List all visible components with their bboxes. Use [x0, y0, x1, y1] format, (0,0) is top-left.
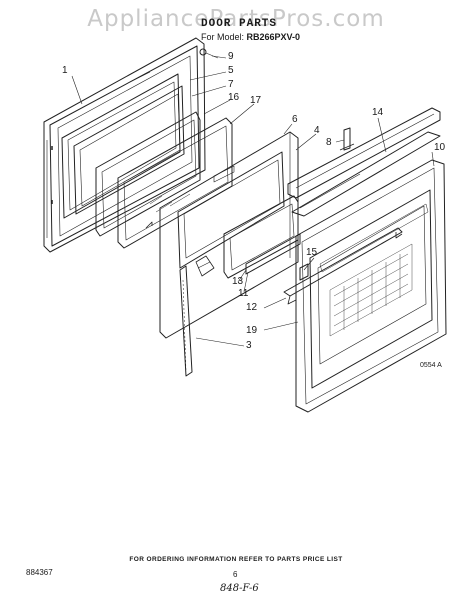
callout-15: 15	[306, 247, 318, 258]
part-inner-liner	[159, 131, 299, 339]
callout-4: 4	[314, 125, 320, 136]
page-title: DOOR PARTS	[201, 18, 278, 30]
part-middle-glass	[117, 117, 233, 249]
part-inner-glass	[95, 111, 201, 237]
handwritten-note: 848-F-6	[220, 583, 259, 594]
part-screw	[339, 127, 355, 151]
page-number: 6	[233, 570, 238, 579]
callout-13: 13	[232, 276, 244, 287]
part-hinge-strip	[179, 255, 215, 377]
callout-10: 10	[434, 142, 446, 153]
model-prefix: For Model:	[201, 32, 245, 42]
callout-6: 6	[292, 114, 298, 125]
part-outer-door-front	[295, 159, 447, 413]
callout-5: 5	[228, 65, 234, 76]
callout-8: 8	[326, 137, 332, 148]
part-outer-door-panel	[43, 37, 206, 253]
callout-17: 17	[250, 95, 262, 106]
part-top-trim	[287, 107, 441, 199]
part-trim-bar	[291, 131, 441, 217]
callout-16: 16	[228, 92, 240, 103]
document-number: 884367	[26, 568, 53, 577]
callout-3: 3	[246, 340, 252, 351]
callout-9: 9	[228, 51, 234, 62]
callout-1: 1	[62, 65, 68, 76]
watermark: AppliancePartsPros.com	[87, 6, 385, 32]
model-number: RB266PXV-0	[246, 32, 301, 42]
diagram-code: 0554 A	[420, 362, 442, 369]
part-window-pane	[223, 195, 301, 279]
part-handle-bracket	[299, 263, 309, 281]
callout-19: 19	[246, 325, 258, 336]
callout-11: 11	[238, 288, 249, 299]
leader-lines	[71, 55, 435, 347]
ordering-note: FOR ORDERING INFORMATION REFER TO PARTS …	[129, 556, 343, 563]
model-line: For Model: RB266PXV-0	[201, 32, 300, 42]
part-small-screw	[199, 48, 219, 59]
callout-7: 7	[228, 79, 234, 90]
callout-12: 12	[246, 302, 258, 313]
part-oven-window-mesh	[329, 243, 413, 337]
part-window-frames	[61, 73, 185, 219]
part-door-handle	[283, 227, 403, 305]
callout-14: 14	[372, 107, 384, 118]
